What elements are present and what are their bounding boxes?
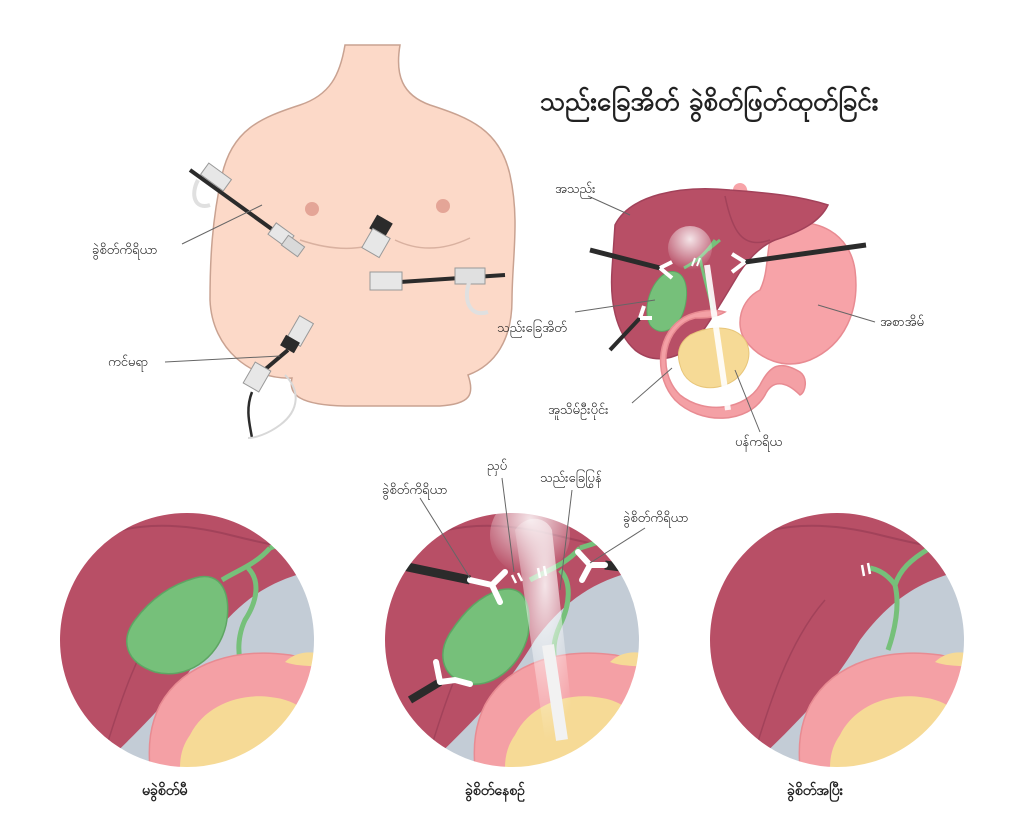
label-instrument-mid-left: ခွဲစိတ်ကိရိယာ	[382, 482, 447, 500]
label-liver: အသည်း	[555, 181, 595, 199]
surgical-instrument	[188, 162, 306, 258]
left-nipple	[305, 202, 319, 216]
label-camera: ကင်မရာ	[108, 354, 148, 372]
chest-line	[394, 237, 471, 249]
caption-after: ခွဲစိတ်အပြီး	[787, 782, 844, 802]
leader-line	[419, 497, 471, 579]
leader-line	[501, 477, 515, 573]
leader-line	[817, 304, 876, 323]
camera-light	[668, 226, 731, 411]
torso-illustration	[188, 44, 516, 439]
clip	[860, 562, 872, 577]
right-nipple	[436, 199, 450, 213]
label-stomach: အစာအိမ်	[880, 314, 924, 330]
duodenum	[659, 309, 806, 419]
label-bile-duct: သည်းခြေပြွန်	[540, 469, 602, 488]
trocar-port	[361, 214, 393, 259]
label-duodenum: အူသိမ်ဦးပိုင်း	[548, 402, 608, 420]
gallbladder	[126, 575, 229, 675]
view-after	[709, 512, 965, 768]
caption-during: ခွဲစိတ်နေစဉ်	[465, 782, 526, 802]
torso-body	[209, 44, 516, 407]
label-instrument-mid-right: ခွဲစိတ်ကိရိယာ	[623, 510, 688, 528]
leader-line	[734, 369, 761, 433]
diagram-title: သည်းခြေအိတ် ခွဲစိတ်ဖြတ်ထုတ်ခြင်း	[540, 84, 878, 123]
surgical-instrument	[608, 305, 652, 352]
label-gallbladder: သည်းခြေအိတ်	[497, 319, 567, 338]
camera-scope	[542, 644, 568, 741]
leader-line	[559, 489, 573, 591]
clip	[536, 565, 548, 579]
leader-line	[587, 195, 631, 216]
leader-line	[631, 367, 673, 404]
surgical-instrument	[730, 242, 867, 274]
gallbladder	[646, 271, 688, 332]
leader-line	[181, 204, 263, 245]
label-pancreas: ပန်ကရိယ	[735, 434, 782, 452]
clip	[510, 572, 524, 584]
caption-before: မခွဲစိတ်မီ	[142, 782, 188, 802]
label-instrument-left: ခွဲစိတ်ကိရိယာ	[92, 242, 157, 260]
surgical-instrument	[589, 247, 674, 280]
view-during	[384, 512, 640, 768]
camera-device	[242, 315, 315, 439]
leader-line	[164, 355, 281, 363]
surgical-instrument	[369, 267, 506, 316]
surgical-instrument	[407, 659, 473, 704]
leader-line	[589, 527, 646, 564]
view-before	[59, 512, 315, 768]
leader-line	[574, 299, 656, 313]
label-clip: ညှပ်	[487, 458, 507, 476]
organ-illustration	[589, 183, 867, 419]
bile-duct	[869, 545, 932, 651]
